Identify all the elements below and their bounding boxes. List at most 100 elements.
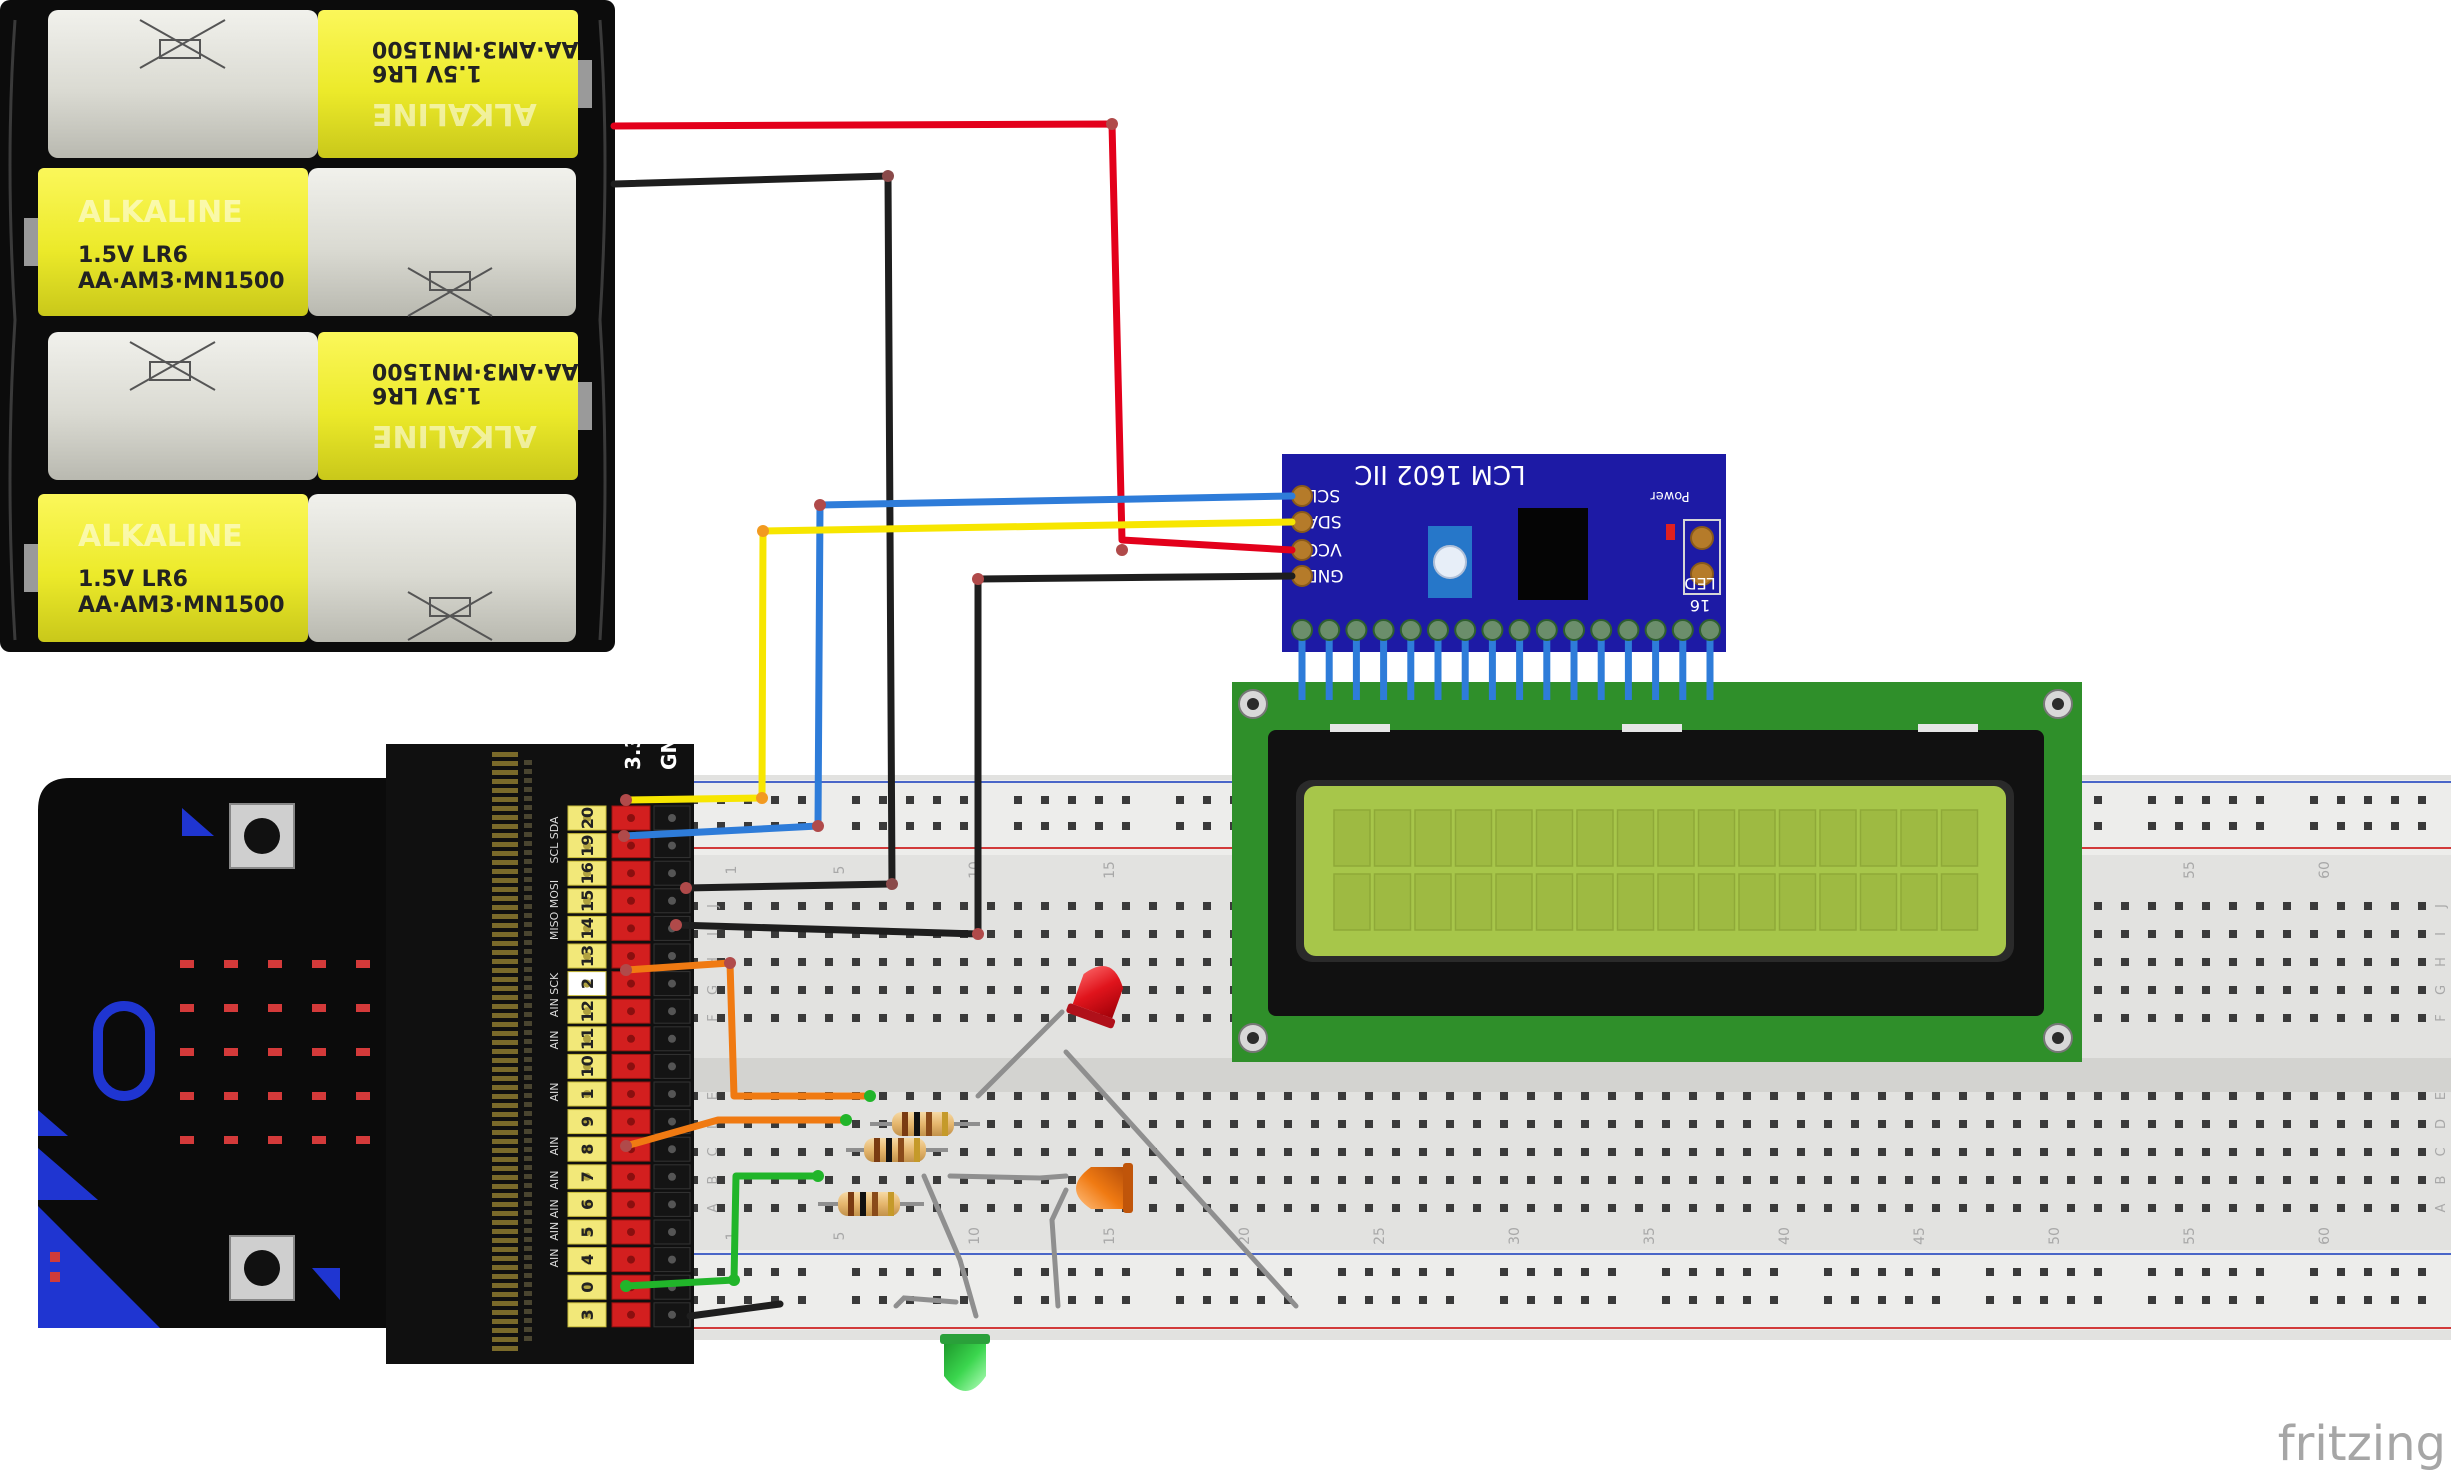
breadboard-hole[interactable] (2229, 1148, 2237, 1156)
rail-hole[interactable] (1095, 796, 1103, 804)
breadboard-hole[interactable] (1230, 1120, 1238, 1128)
breadboard-hole[interactable] (1770, 1204, 1778, 1212)
rail-hole[interactable] (1743, 1268, 1751, 1276)
wire-end[interactable] (886, 878, 898, 890)
breadboard-hole[interactable] (717, 1014, 725, 1022)
breadboard-hole[interactable] (2391, 1014, 2399, 1022)
breadboard-hole[interactable] (1338, 1120, 1346, 1128)
breadboard-hole[interactable] (2094, 1204, 2102, 1212)
breadboard-hole[interactable] (1797, 1204, 1805, 1212)
breadboard-hole[interactable] (987, 902, 995, 910)
breadboard-hole[interactable] (1473, 1120, 1481, 1128)
breadboard-hole[interactable] (1230, 1176, 1238, 1184)
breadboard-hole[interactable] (2202, 1148, 2210, 1156)
breadboard-hole[interactable] (1770, 1092, 1778, 1100)
breadboard-hole[interactable] (1932, 1120, 1940, 1128)
breadboard-hole[interactable] (2310, 1120, 2318, 1128)
wire-end[interactable] (972, 928, 984, 940)
breadboard-hole[interactable] (1635, 1092, 1643, 1100)
vcc-pin[interactable] (611, 1026, 651, 1052)
breadboard-hole[interactable] (2040, 1176, 2048, 1184)
rail-hole[interactable] (2418, 1268, 2426, 1276)
breadboard-hole[interactable] (2364, 1176, 2372, 1184)
rail-hole[interactable] (1986, 1296, 1994, 1304)
breadboard-hole[interactable] (798, 986, 806, 994)
breadboard-hole[interactable] (1797, 1176, 1805, 1184)
breadboard-hole[interactable] (2229, 1014, 2237, 1022)
breadboard-hole[interactable] (1419, 1176, 1427, 1184)
breadboard-hole[interactable] (2067, 1120, 2075, 1128)
rail-hole[interactable] (2175, 1296, 2183, 1304)
breadboard-hole[interactable] (1068, 958, 1076, 966)
breadboard-hole[interactable] (2040, 1092, 2048, 1100)
breadboard-hole[interactable] (1473, 1176, 1481, 1184)
breadboard-hole[interactable] (2337, 958, 2345, 966)
rail-hole[interactable] (1608, 1268, 1616, 1276)
wire-end[interactable] (756, 792, 768, 804)
breadboard-hole[interactable] (987, 930, 995, 938)
breadboard-hole[interactable] (2175, 1176, 2183, 1184)
breadboard-hole[interactable] (1095, 930, 1103, 938)
rail-hole[interactable] (2310, 1296, 2318, 1304)
breadboard-hole[interactable] (933, 1014, 941, 1022)
rail-hole[interactable] (2337, 1296, 2345, 1304)
rail-hole[interactable] (717, 822, 725, 830)
breadboard-hole[interactable] (879, 902, 887, 910)
breadboard-hole[interactable] (717, 1204, 725, 1212)
breadboard-hole[interactable] (771, 1204, 779, 1212)
signal-pin[interactable] (567, 833, 607, 859)
rail-hole[interactable] (1932, 1268, 1940, 1276)
breadboard-hole[interactable] (771, 930, 779, 938)
breadboard-hole[interactable] (2256, 1148, 2264, 1156)
breadboard-hole[interactable] (2364, 1092, 2372, 1100)
breadboard-hole[interactable] (2337, 1092, 2345, 1100)
breadboard-hole[interactable] (825, 986, 833, 994)
breadboard-hole[interactable] (2067, 1204, 2075, 1212)
breadboard-hole[interactable] (798, 1014, 806, 1022)
breadboard-hole[interactable] (1446, 1148, 1454, 1156)
breadboard-hole[interactable] (2202, 1092, 2210, 1100)
vcc-pin[interactable] (611, 1109, 651, 1135)
breadboard-hole[interactable] (1338, 1204, 1346, 1212)
rail-hole[interactable] (1041, 1268, 1049, 1276)
breadboard-hole[interactable] (2310, 1014, 2318, 1022)
rail-hole[interactable] (771, 1268, 779, 1276)
rail-hole[interactable] (2256, 822, 2264, 830)
led-jumper-pin[interactable] (1690, 562, 1714, 586)
breadboard-hole[interactable] (1986, 1204, 1994, 1212)
breadboard-hole[interactable] (1149, 1176, 1157, 1184)
breadboard-hole[interactable] (2202, 1176, 2210, 1184)
rail-hole[interactable] (1203, 1296, 1211, 1304)
breadboard-hole[interactable] (2229, 1204, 2237, 1212)
breadboard-hole[interactable] (1824, 1148, 1832, 1156)
breadboard-hole[interactable] (1392, 1148, 1400, 1156)
breadboard-hole[interactable] (798, 1120, 806, 1128)
breadboard-hole[interactable] (1257, 1092, 1265, 1100)
breadboard-hole[interactable] (1743, 1204, 1751, 1212)
breadboard-hole[interactable] (2148, 1014, 2156, 1022)
rail-hole[interactable] (744, 822, 752, 830)
breadboard-hole[interactable] (744, 986, 752, 994)
breadboard-hole[interactable] (1149, 1148, 1157, 1156)
breadboard-hole[interactable] (2364, 1148, 2372, 1156)
rail-hole[interactable] (2391, 796, 2399, 804)
breadboard-hole[interactable] (1095, 1120, 1103, 1128)
breadboard-hole[interactable] (1122, 1148, 1130, 1156)
breadboard-hole[interactable] (717, 1092, 725, 1100)
breadboard-hole[interactable] (906, 902, 914, 910)
breadboard-hole[interactable] (960, 958, 968, 966)
breadboard-hole[interactable] (2040, 1204, 2048, 1212)
rail-hole[interactable] (1122, 1296, 1130, 1304)
breadboard-hole[interactable] (1716, 1120, 1724, 1128)
rail-hole[interactable] (1284, 1268, 1292, 1276)
rail-hole[interactable] (2067, 1268, 2075, 1276)
breadboard-hole[interactable] (1500, 1176, 1508, 1184)
breadboard-hole[interactable] (1392, 1092, 1400, 1100)
breadboard-hole[interactable] (744, 1120, 752, 1128)
breadboard-hole[interactable] (1743, 1176, 1751, 1184)
breadboard-hole[interactable] (2148, 1176, 2156, 1184)
rail-hole[interactable] (2094, 796, 2102, 804)
rail-hole[interactable] (1851, 1296, 1859, 1304)
breadboard-hole[interactable] (2148, 902, 2156, 910)
rail-hole[interactable] (744, 1296, 752, 1304)
